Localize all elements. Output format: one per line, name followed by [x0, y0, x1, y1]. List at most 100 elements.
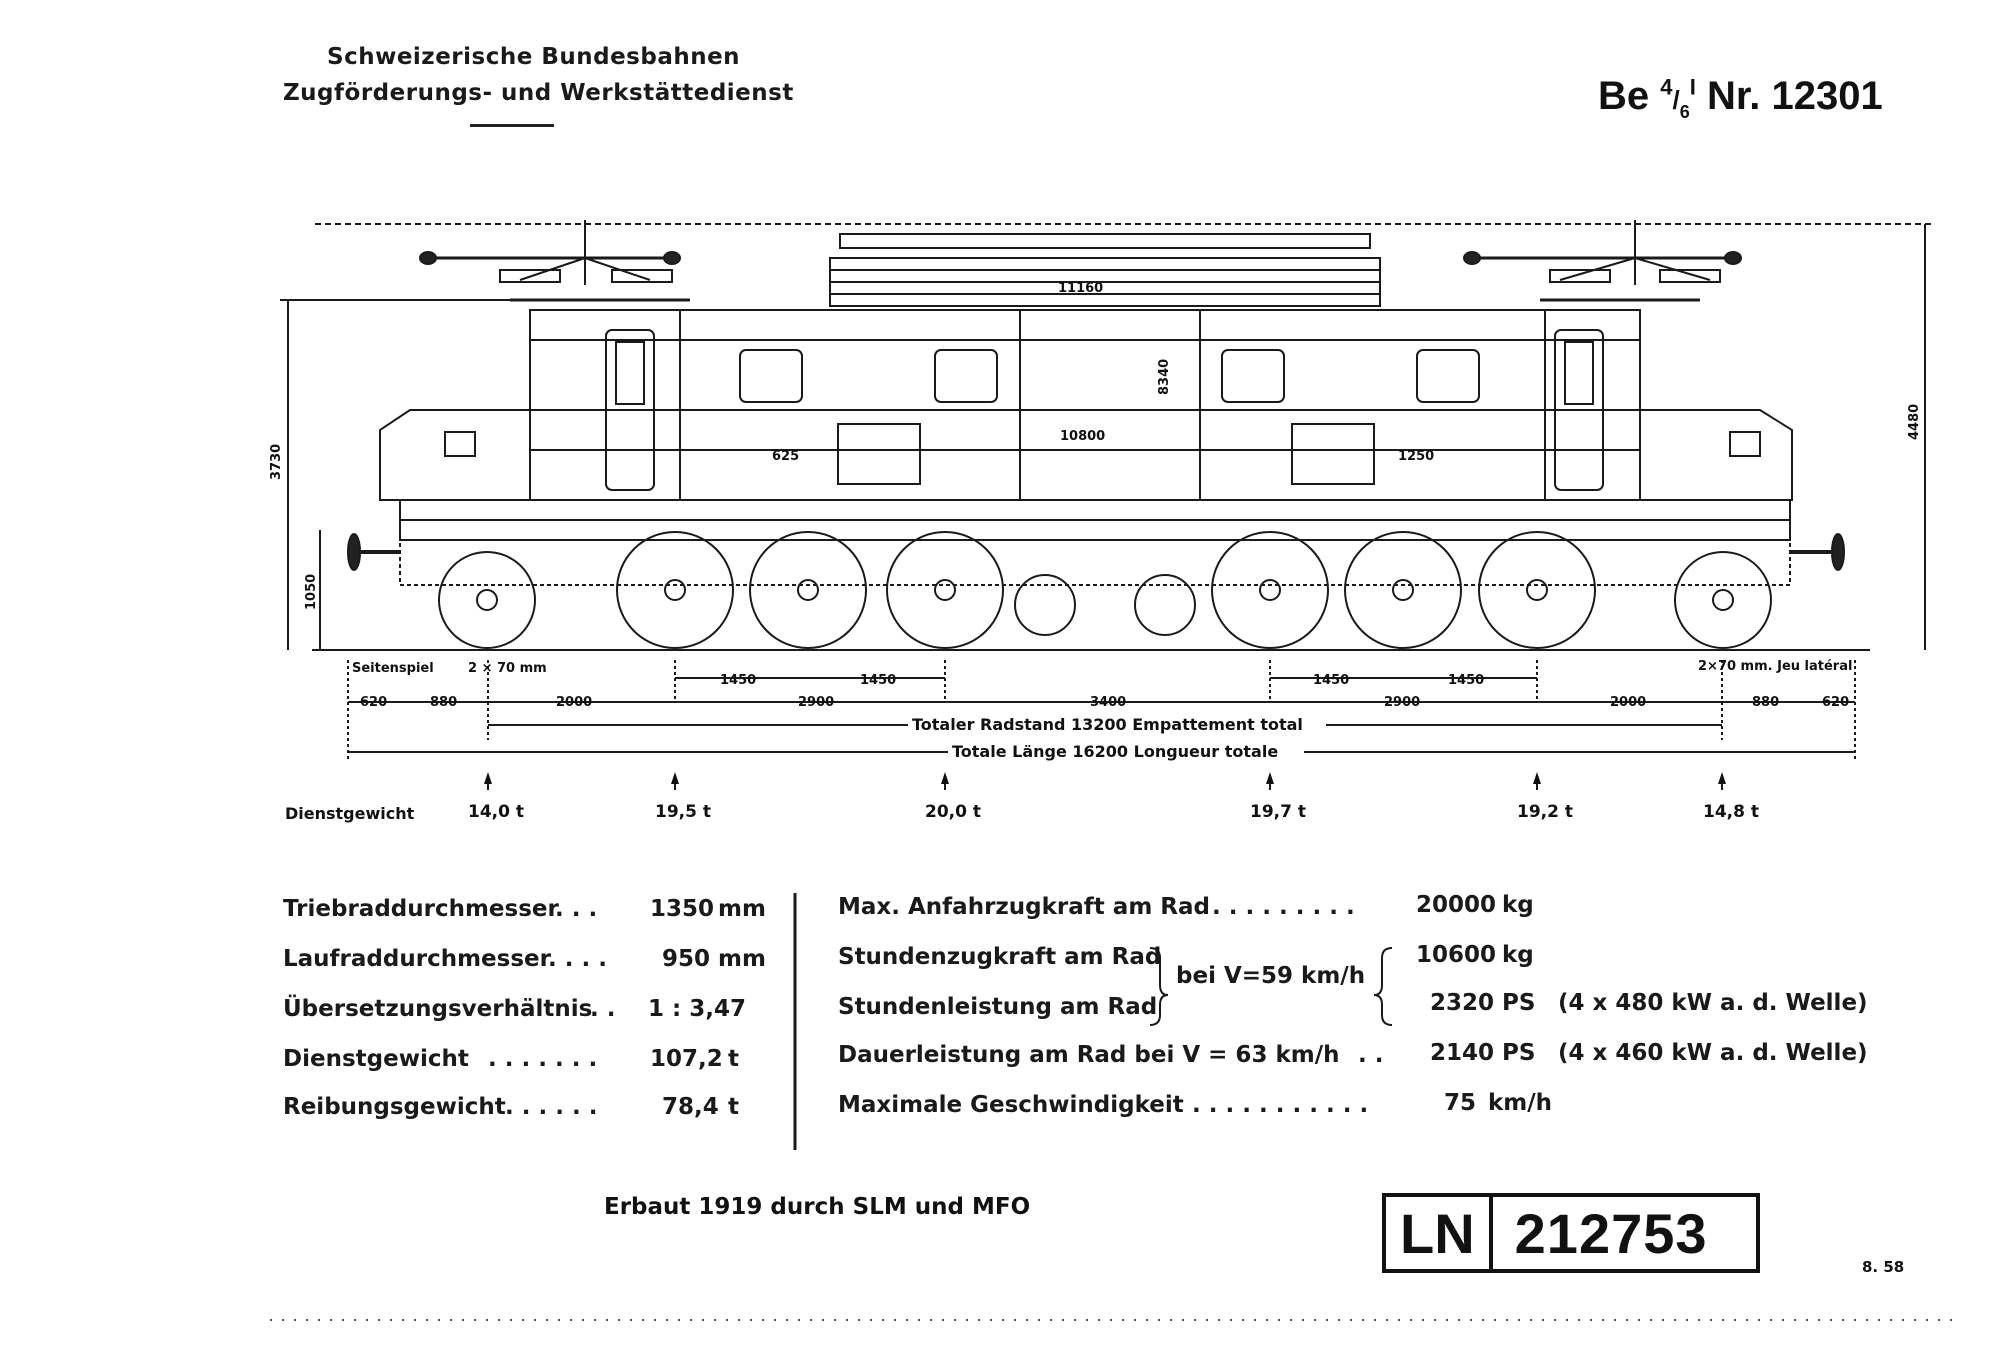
dim-height-body: 3730 [269, 444, 284, 480]
brace-left [1149, 947, 1169, 1026]
axle-dim-880-left: 880 [430, 695, 457, 710]
spec-left-4-value: 107,2 [650, 1046, 723, 1072]
axle-weight-4: 19,7 t [1250, 802, 1306, 822]
wheelbase-label: Totaler Radstand 13200 Empattement total [912, 715, 1303, 734]
loco-frac-den: 6 [1679, 102, 1690, 122]
axle-dim-3400: 3400 [1090, 695, 1126, 710]
wheel-2 [616, 531, 734, 649]
ln-number: 212753 [1514, 1201, 1708, 1265]
side-play-left-label: Seitenspiel [352, 661, 434, 676]
axle-dim-2900-right: 2900 [1384, 695, 1420, 710]
axle-dim-2900-left: 2900 [798, 695, 834, 710]
buffer-right [1831, 533, 1845, 571]
dim-height-side: 8340 [1157, 359, 1172, 395]
spec-right-2-value: 10600 [1416, 942, 1497, 968]
axle-dim-2000-left: 2000 [556, 695, 592, 710]
spec-right-4-note: (4 x 460 kW a. d. Welle) [1558, 1040, 1868, 1066]
spec-left-5-label: Reibungsgewicht [283, 1094, 506, 1120]
spec-left-1-label: Triebraddurchmesser [283, 896, 559, 922]
spec-left-4-unit: t [728, 1046, 739, 1072]
side-play-right: 2×70 mm. Jeu latéral [1698, 659, 1852, 674]
wheel-3 [749, 531, 867, 649]
pantograph-right [1463, 220, 1742, 302]
dim-roof-length: 11160 [1058, 281, 1103, 296]
spec-right-1-value: 20000 [1416, 892, 1497, 918]
gear-right [1134, 574, 1196, 636]
axle-weight-5: 19,2 t [1517, 802, 1573, 822]
ln-prefix: LN [1386, 1197, 1493, 1269]
dim-height-axle: 1050 [304, 574, 319, 610]
spec-left-2-value: 950 [662, 946, 711, 972]
dim-height-total: 4480 [1907, 404, 1922, 440]
wheel-1 [438, 551, 536, 649]
axle-weight-label: Dienstgewicht [285, 804, 415, 823]
spec-left-4-dots: . . . . . . . [488, 1046, 598, 1072]
loco-frac-num: 4 [1660, 74, 1673, 100]
spec-left-5-unit: t [728, 1094, 739, 1120]
dim-1250: 1250 [1398, 449, 1434, 464]
buffer-left [347, 533, 361, 571]
spec-left-4-label: Dienstgewicht [283, 1046, 469, 1072]
window-1 [739, 349, 803, 403]
spec-left-1-unit: mm [718, 896, 766, 922]
wheel-6 [1344, 531, 1462, 649]
spec-right-1-unit: kg [1502, 892, 1534, 918]
spec-right-1-label: Max. Anfahrzugkraft am Rad [838, 894, 1210, 920]
spec-left-1-value: 1350 [650, 896, 715, 922]
louvre-left [837, 423, 921, 485]
wheel-5 [1211, 531, 1329, 649]
gear-left [1014, 574, 1076, 636]
total-length-label: Totale Länge 16200 Longueur totale [952, 742, 1278, 761]
axle-dim-620-left: 620 [360, 695, 387, 710]
pantograph-left [419, 220, 690, 302]
spec-right-3-value: 2320 [1430, 990, 1495, 1016]
bogie-dim-3: 1450 [1313, 673, 1349, 688]
dim-body-length: 10800 [1060, 429, 1105, 444]
nose-right [1639, 409, 1793, 501]
wheel-4 [886, 531, 1004, 649]
spec-right-2-unit: kg [1502, 942, 1534, 968]
spec-right-1-dots: . . . . . . . . . [1212, 894, 1355, 920]
spec-left-3-label: Übersetzungsverhältnis [283, 996, 593, 1022]
side-play-left-value: 2 × 70 mm [468, 661, 547, 676]
wheel-8 [1674, 551, 1772, 649]
bogie-dim-1: 1450 [720, 673, 756, 688]
axle-dim-2000-right: 2000 [1610, 695, 1646, 710]
window-3 [1221, 349, 1285, 403]
spec-right-3-note: (4 x 480 kW a. d. Welle) [1558, 990, 1868, 1016]
spec-left-2-label: Laufraddurchmesser [283, 946, 551, 972]
spec-right-4-dots: . . [1358, 1042, 1384, 1068]
axle-weight-2: 19,5 t [655, 802, 711, 822]
wheel-7 [1478, 531, 1596, 649]
org-department: Zugförderungs- und Werkstättedienst [283, 80, 794, 106]
nose-left [379, 409, 531, 501]
spec-right-4-value: 2140 [1430, 1040, 1495, 1066]
spec-left-3-dots: . . [590, 996, 616, 1022]
spec-left-2-unit: mm [718, 946, 766, 972]
window-4 [1416, 349, 1480, 403]
header-underline [470, 124, 554, 127]
spec-right-4-unit: PS [1502, 1040, 1536, 1066]
locomotive-class-number: Be 4/6I Nr. 12301 [1598, 74, 1883, 122]
locomotive-body [529, 309, 1641, 501]
loco-number: Nr. 12301 [1707, 74, 1883, 118]
spec-right-5-unit: km/h [1488, 1090, 1553, 1116]
built-note: Erbaut 1919 durch SLM und MFO [604, 1194, 1031, 1220]
axle-dim-620-right: 620 [1822, 695, 1849, 710]
bogie-dim-2: 1450 [860, 673, 896, 688]
spec-right-2-label: Stundenzugkraft am Rad [838, 944, 1162, 970]
spec-left-1-dots: . . . [555, 896, 598, 922]
spec-left-2-dots: . . . . [548, 946, 607, 972]
brace-right [1373, 947, 1393, 1026]
spec-left-3-value: 1 : 3,47 [648, 996, 746, 1022]
axle-weight-6: 14,8 t [1703, 802, 1759, 822]
axle-weight-3: 20,0 t [925, 802, 981, 822]
spec-right-5-value: 75 [1444, 1090, 1477, 1116]
spec-right-cond: bei V=59 km/h [1176, 963, 1366, 989]
spec-left-5-dots: . . . . . . [505, 1094, 598, 1120]
roof-top [839, 233, 1371, 249]
date-code: 8. 58 [1862, 1258, 1905, 1276]
louvre-right [1291, 423, 1375, 485]
ln-number-stamp: LN 212753 [1382, 1193, 1760, 1273]
